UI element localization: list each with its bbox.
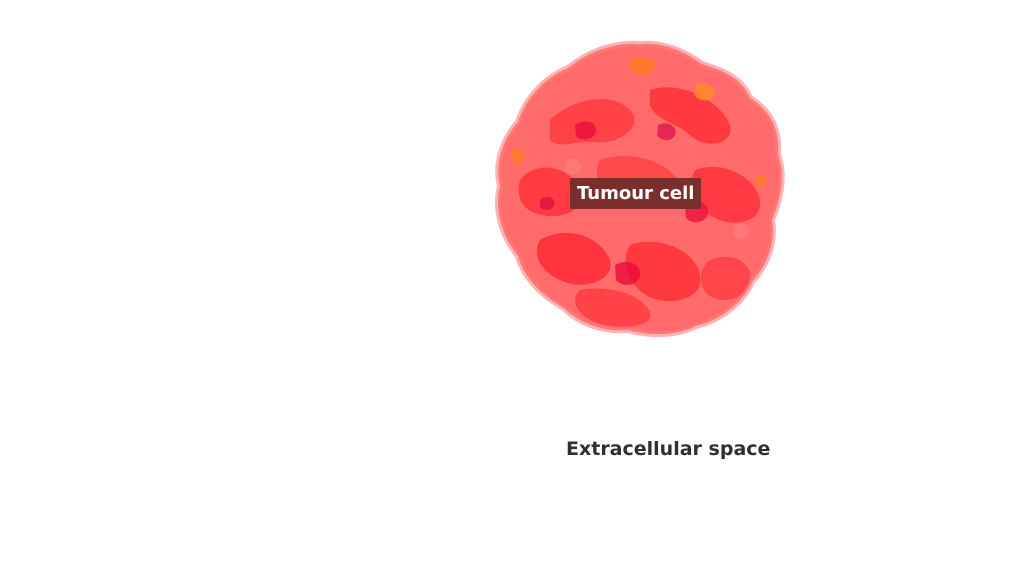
tumour-cell-icon (495, 40, 785, 338)
tumour-cell-membrane (495, 40, 785, 338)
tumour-cell-label: Tumour cell (570, 178, 702, 209)
extracellular-space-label: Extracellular space (566, 438, 771, 460)
tumour-cell-texture (511, 57, 768, 327)
